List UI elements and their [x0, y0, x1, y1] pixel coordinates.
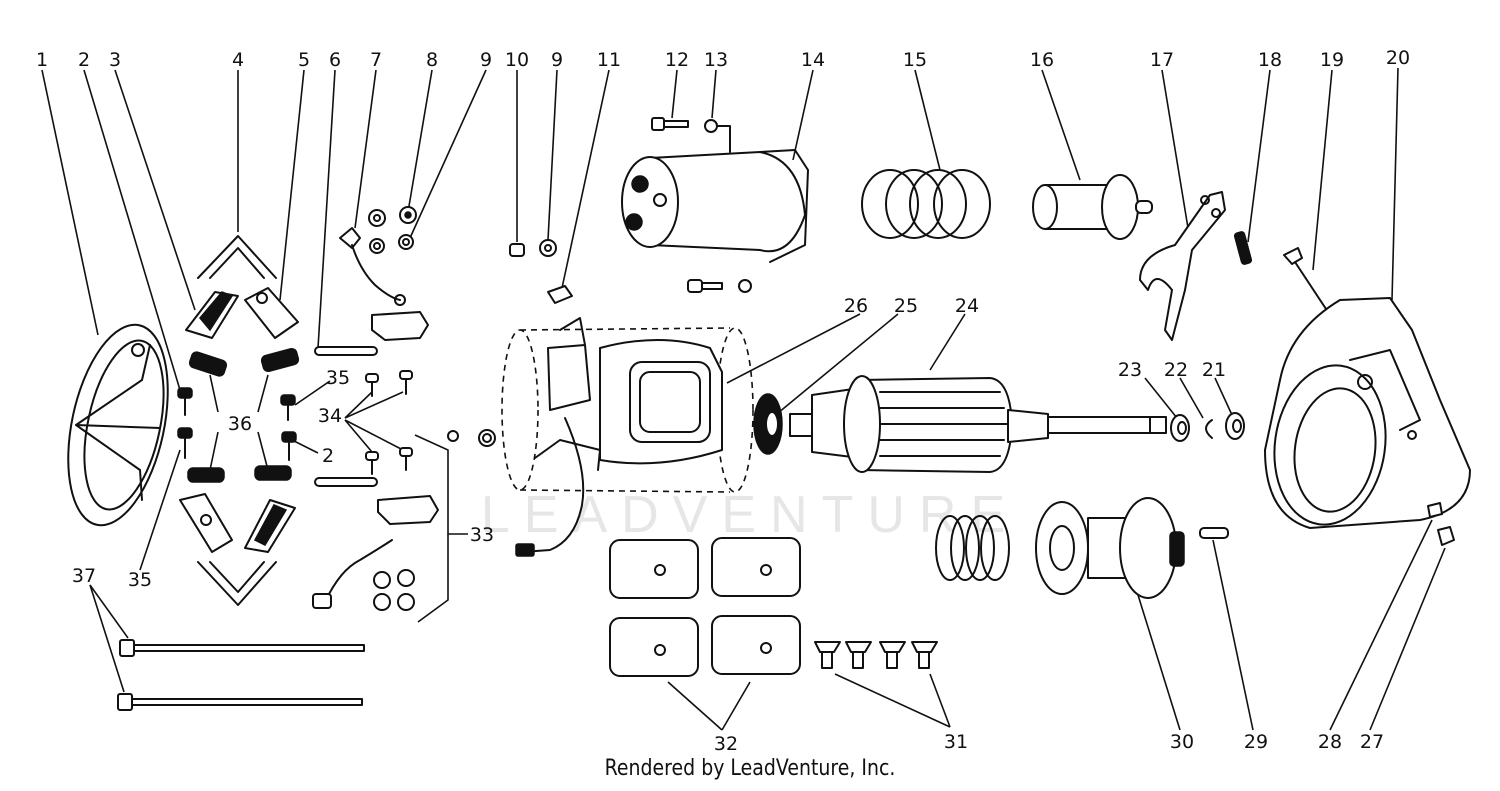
callout-33: 33	[470, 524, 494, 546]
callout-19: 19	[1320, 49, 1344, 71]
shift-lever-17	[1139, 191, 1329, 341]
callout-17: 17	[1150, 49, 1174, 71]
callout-23: 23	[1118, 359, 1142, 381]
callout-30: 30	[1170, 731, 1194, 753]
armature-24	[753, 375, 1167, 473]
through-bolts-37	[117, 639, 365, 711]
callout-12: 12	[665, 49, 689, 71]
plunger-spring-15	[861, 169, 991, 239]
callout-1: 1	[36, 49, 48, 71]
brush-assembly	[179, 235, 300, 606]
drive-housing-20	[1264, 297, 1471, 529]
watermark-text: LEADVENTURE	[481, 486, 1019, 544]
solenoid-14	[621, 117, 809, 293]
callout-10: 10	[505, 49, 529, 71]
callout-4: 4	[232, 49, 244, 71]
callout-37: 37	[72, 565, 96, 587]
pole-screws-31	[814, 641, 938, 669]
callout-26: 26	[844, 295, 868, 317]
callout-34: 34	[318, 405, 342, 427]
callout-labels: 1 2 3 4 5 6 7 8 9 10 9 11 12 13 14 15 16…	[36, 47, 1410, 755]
screws-2-35	[177, 387, 297, 461]
callout-15: 15	[903, 49, 927, 71]
callout-9: 9	[480, 49, 492, 71]
callout-8: 8	[426, 49, 438, 71]
callout-28: 28	[1318, 731, 1342, 753]
callout-20: 20	[1386, 47, 1410, 69]
washers-21-23	[1170, 412, 1245, 442]
callout-21: 21	[1202, 359, 1226, 381]
footer-credit: Rendered by LeadVenture, Inc.	[604, 756, 896, 781]
callout-31: 31	[944, 731, 968, 753]
field-frame-26	[501, 317, 754, 557]
pole-shoes-32	[609, 537, 801, 677]
callout-35b: 35	[128, 569, 152, 591]
callout-32: 32	[714, 733, 738, 755]
callout-11: 11	[597, 49, 621, 71]
callout-3: 3	[109, 49, 121, 71]
callout-16: 16	[1030, 49, 1054, 71]
pins-6	[314, 346, 378, 487]
terminal-hardware	[312, 206, 496, 611]
callout-14: 14	[801, 49, 825, 71]
callout-36: 36	[228, 413, 252, 435]
plunger-16	[1032, 174, 1153, 240]
callout-24: 24	[955, 295, 979, 317]
callout-7: 7	[370, 49, 382, 71]
callout-27: 27	[1360, 731, 1384, 753]
callout-5: 5	[298, 49, 310, 71]
callout-13: 13	[704, 49, 728, 71]
callout-18: 18	[1258, 49, 1282, 71]
callout-29: 29	[1244, 731, 1268, 753]
callout-9b: 9	[551, 49, 563, 71]
drive-assembly-30	[935, 497, 1455, 599]
callout-35a: 35	[326, 367, 350, 389]
callout-2b: 2	[322, 445, 334, 467]
end-frame-1	[67, 323, 169, 527]
leader-lines	[41, 67, 1446, 731]
callout-22: 22	[1164, 359, 1188, 381]
callout-6: 6	[329, 49, 341, 71]
callout-25: 25	[894, 295, 918, 317]
callout-2: 2	[78, 49, 90, 71]
small-hardware-10-11	[509, 239, 573, 304]
